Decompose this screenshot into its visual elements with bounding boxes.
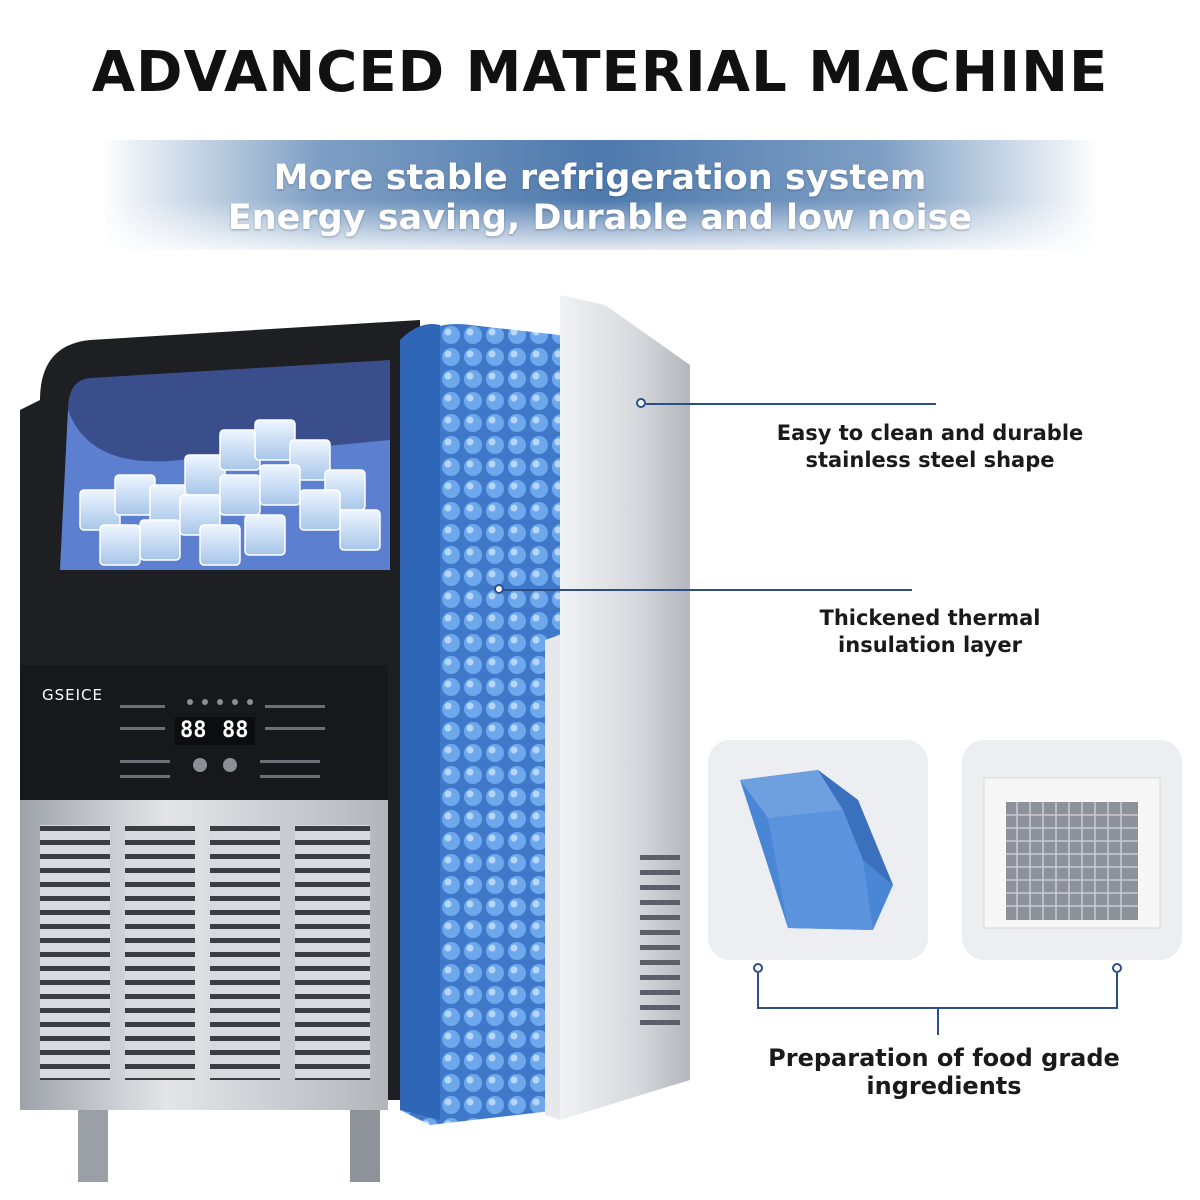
bracket-left-arm [757,973,759,1008]
evaporator-panel [962,740,1182,960]
vent-1 [40,825,110,1080]
banner-line-2: Energy saving, Durable and low noise [227,198,973,238]
callout-dot-steel [636,398,646,408]
ice-bucket-icon [740,770,893,930]
ice-bucket-panel [708,740,928,960]
control-buttons [187,699,253,772]
feature-banner: More stable refrigeration system Energy … [100,140,1100,250]
display-left: 88 [180,718,207,743]
machine-leg-left [78,1110,108,1182]
bracket-right-arm [1116,973,1118,1008]
callout-steel-line-2: stainless steel shape [805,448,1055,472]
vent-3 [210,825,280,1080]
display-right: 88 [222,718,249,743]
callout-insulation-line-1: Thickened thermal [819,606,1041,630]
callout-insulation-line-2: insulation layer [838,633,1022,657]
evaporator-grid-icon [983,777,1161,929]
vent-4 [295,825,370,1080]
side-steel-panel [560,295,690,1120]
food-grade-caption: Preparation of food grade ingredients [768,1044,1120,1100]
callout-insulation: Thickened thermal insulation layer [760,605,1100,659]
bracket-dot-right [1112,963,1122,973]
callout-steel: Easy to clean and durable stainless stee… [760,420,1100,474]
side-vent [640,855,680,1025]
vent-2 [125,825,195,1080]
callout-line-insulation [504,589,912,591]
ice-machine-illustration [20,295,690,1182]
page-title: ADVANCED MATERIAL MACHINE [91,40,1109,105]
callout-steel-line-1: Easy to clean and durable [776,421,1084,445]
machine-leg-right [350,1110,380,1182]
bracket-dot-left [753,963,763,973]
brand-label: GSEICE [42,686,103,704]
bracket-stem [937,1007,939,1035]
banner-line-1: More stable refrigeration system [273,158,927,198]
ice-cubes [79,419,381,566]
callout-dot-insulation [494,584,504,594]
callout-line-steel [646,403,936,405]
